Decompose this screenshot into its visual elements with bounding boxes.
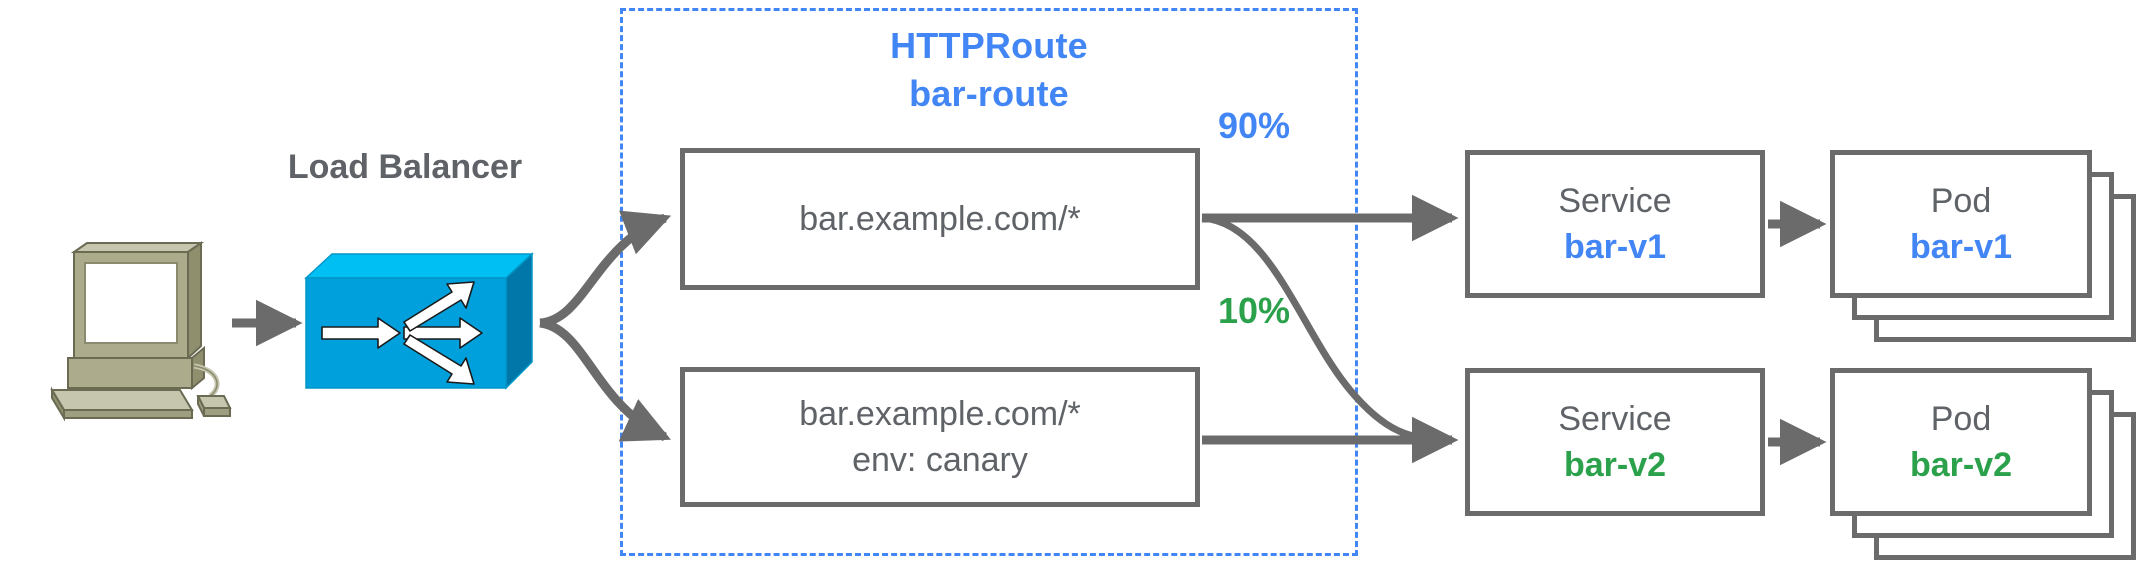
pod-name-label: bar-v1	[1909, 228, 2013, 266]
weight-label-90: 90%	[1218, 105, 1291, 146]
service-box-bar-v1[interactable]: Service bar-v1	[1465, 150, 1765, 298]
match-header-rule: env: canary	[852, 441, 1028, 479]
pod-box-bar-v2[interactable]: Pod bar-v2	[1830, 368, 2092, 516]
httproute-name: bar-route	[909, 73, 1069, 114]
pod-kind-label: Pod	[1930, 400, 1992, 438]
service-kind-label: Service	[1558, 182, 1672, 220]
httproute-title-block: HTTPRoute bar-route	[620, 22, 1358, 118]
httproute-kind: HTTPRoute	[890, 25, 1088, 66]
match-box-canary[interactable]: bar.example.com/* env: canary	[680, 367, 1200, 507]
weight-label-10: 10%	[1218, 290, 1291, 331]
desktop-computer-icon	[50, 241, 232, 422]
match-hostname: bar.example.com/*	[799, 395, 1081, 433]
pod-box-bar-v1[interactable]: Pod bar-v1	[1830, 150, 2092, 298]
load-balancer-label: Load Balancer	[287, 148, 523, 186]
pod-name-label: bar-v2	[1909, 446, 2013, 484]
match-hostname: bar.example.com/*	[799, 200, 1081, 238]
service-box-bar-v2[interactable]: Service bar-v2	[1465, 368, 1765, 516]
pod-kind-label: Pod	[1930, 182, 1992, 220]
load-balancer-switch-icon	[304, 252, 534, 390]
service-name-label: bar-v1	[1563, 228, 1667, 266]
service-kind-label: Service	[1558, 400, 1672, 438]
match-box-primary[interactable]: bar.example.com/*	[680, 148, 1200, 290]
service-name-label: bar-v2	[1563, 446, 1667, 484]
